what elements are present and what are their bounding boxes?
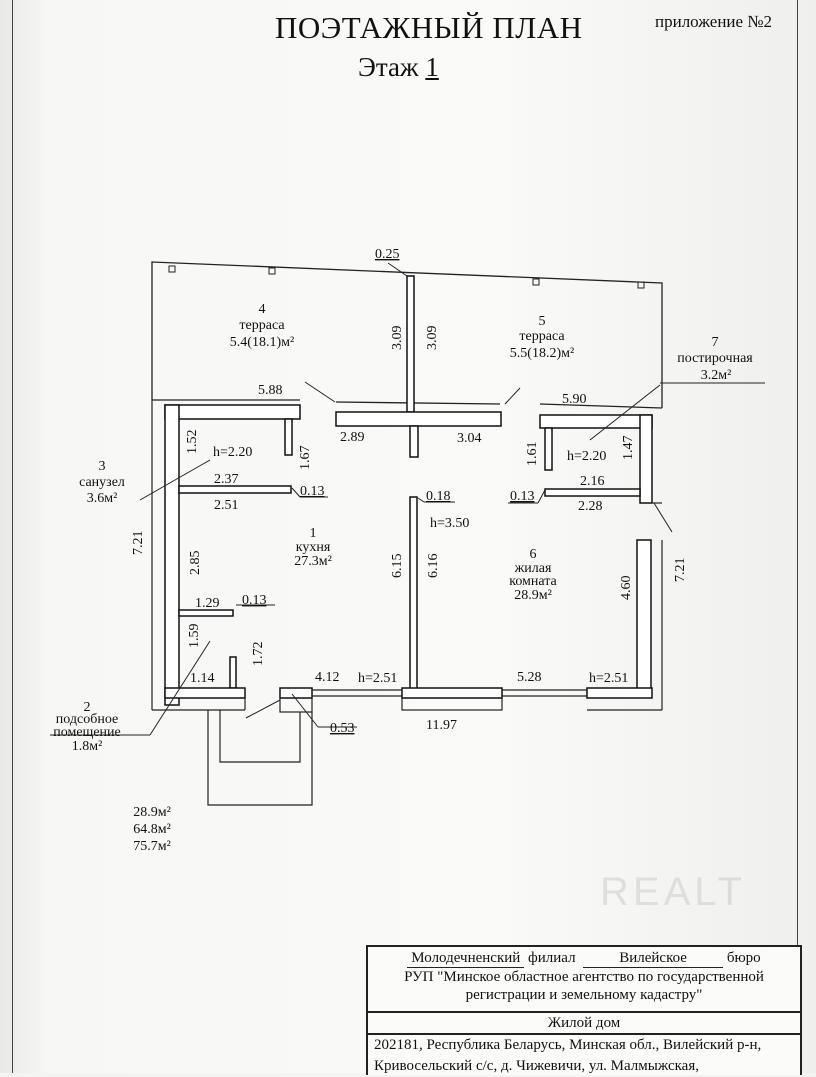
dim-0-13-a: 0.13 [300,484,325,499]
dim-0-13-b: 0.13 [510,489,535,504]
address: 202181, Республика Беларусь, Минская обл… [368,1035,800,1077]
dim-6-15: 6.15 [390,554,405,579]
room-6-area: 28.9м² [514,588,552,603]
floor-word: Этаж [358,52,419,82]
height-labels: h=2.20 h=2.20 h=3.50 h=2.51 h=2.51 [213,445,628,686]
windows-and-outlines [151,400,663,806]
room-4-number: 4 [259,302,266,317]
dim-0-53: 0.53 [330,721,355,736]
dim-1-14: 1.14 [190,671,215,686]
dim-5-28: 5.28 [517,670,542,685]
dim-11-97: 11.97 [426,718,457,733]
dim-0-18: 0.18 [426,489,451,504]
terrace-outline [151,261,663,409]
dim-3-09-b: 3.09 [425,326,440,351]
bureau-name: Вилейское [583,949,724,968]
floor-label: Этаж 1 [358,52,439,83]
frame-line-left [12,0,13,1073]
branch-word: филиал [528,950,576,966]
dim-1-67: 1.67 [298,446,313,471]
room-1-name: кухня [296,540,331,555]
org-line-1: РУП "Минское областное агентство по госу… [404,969,764,985]
room-4-area: 5.4(18.1)м² [230,335,294,350]
dim-1-29: 1.29 [195,596,220,611]
frame-line-right [797,0,798,960]
dim-2-85: 2.85 [188,551,203,576]
appendix-label: приложение №2 [655,12,773,31]
dim-4-12: 4.12 [315,670,340,685]
room-6-name-1: жилая [514,561,552,576]
bureau-word: бюро [726,950,761,966]
dim-3-04: 3.04 [457,431,482,446]
height-window-right: h=2.51 [589,671,628,686]
title-block-org: Молодечненский филиал Вилейское бюро РУП… [368,947,800,1013]
walls [164,275,653,706]
dimension-labels: 0.25 5.88 5.90 2.89 3.04 2.37 0.13 2.51 … [190,247,605,736]
address-line-2: Кривосельский с/с, д. Чижевичи, ул. Малм… [374,1058,699,1074]
room-6-name-2: комната [509,574,557,589]
dim-0-25: 0.25 [375,247,400,262]
room-5-name: терраса [519,329,565,344]
total-living: 28.9м² [133,805,171,820]
dim-4-60: 4.60 [619,576,634,601]
dim-3-09-a: 3.09 [390,326,405,351]
dim-2-51: 2.51 [214,498,239,513]
room-5-area: 5.5(18.2)м² [510,346,574,361]
branch-name: Молодечненский [407,949,525,968]
org-line-2: регистрации и земельному кадастру" [465,987,703,1003]
room-1-area: 27.3м² [294,554,332,569]
room-2-area: 1.8м² [72,739,103,754]
height-laundry: h=2.20 [567,449,606,464]
floor-number: 1 [425,52,439,82]
area-totals: 28.9м² 64.8м² 75.7м² [133,805,171,854]
room-7-number: 7 [712,335,719,350]
height-window-left: h=2.51 [358,671,397,686]
address-line-1: 202181, Республика Беларусь, Минская обл… [374,1037,762,1053]
height-bath: h=2.20 [213,445,252,460]
room-4-name: терраса [239,318,285,333]
watermark: REALT [600,870,746,914]
dim-7-21-right: 7.21 [673,558,688,583]
dim-1-52: 1.52 [185,430,200,455]
total-usable: 64.8м² [133,822,171,837]
title-block: Молодечненский филиал Вилейское бюро РУП… [366,945,802,1075]
total-overall: 75.7м² [133,839,171,854]
dim-7-21-left: 7.21 [131,531,146,556]
room-7-name: постирочная [677,351,753,366]
dim-2-16: 2.16 [580,474,605,489]
room-7-area: 3.2м² [701,368,732,383]
room-3-number: 3 [99,459,106,474]
dim-2-89: 2.89 [340,430,365,445]
dim-1-72: 1.72 [251,642,266,667]
room-2-number: 2 [84,700,91,715]
dim-1-61: 1.61 [525,442,540,467]
room-labels: 4 терраса 5.4(18.1)м² 5 терраса 5.5(18.2… [53,302,753,754]
dim-5-90: 5.90 [562,392,587,407]
room-2-name-2: помещение [53,725,121,740]
dim-1-47: 1.47 [621,436,636,461]
page-title: ПОЭТАЖНЫЙ ПЛАН [275,10,583,45]
room-2-name-1: подсобное [56,712,118,727]
room-5-number: 5 [539,314,546,329]
vertical-dimension-labels: 3.09 3.09 1.52 1.67 1.61 1.47 7.21 2.85 … [131,326,688,667]
room-1-number: 1 [310,526,317,541]
columns [168,265,645,289]
room-6-number: 6 [530,547,537,562]
dim-5-88: 5.88 [258,383,283,398]
height-main: h=3.50 [430,516,469,531]
room-3-area: 3.6м² [87,491,118,506]
dim-6-16: 6.16 [426,554,441,579]
dim-2-28: 2.28 [578,499,603,514]
dim-2-37: 2.37 [214,472,239,487]
dim-0-13-c: 0.13 [242,593,267,608]
object-type: Жилой дом [368,1013,800,1035]
dim-1-59: 1.59 [187,624,202,649]
room-3-name: санузел [79,475,125,490]
leader-lines [50,262,765,736]
